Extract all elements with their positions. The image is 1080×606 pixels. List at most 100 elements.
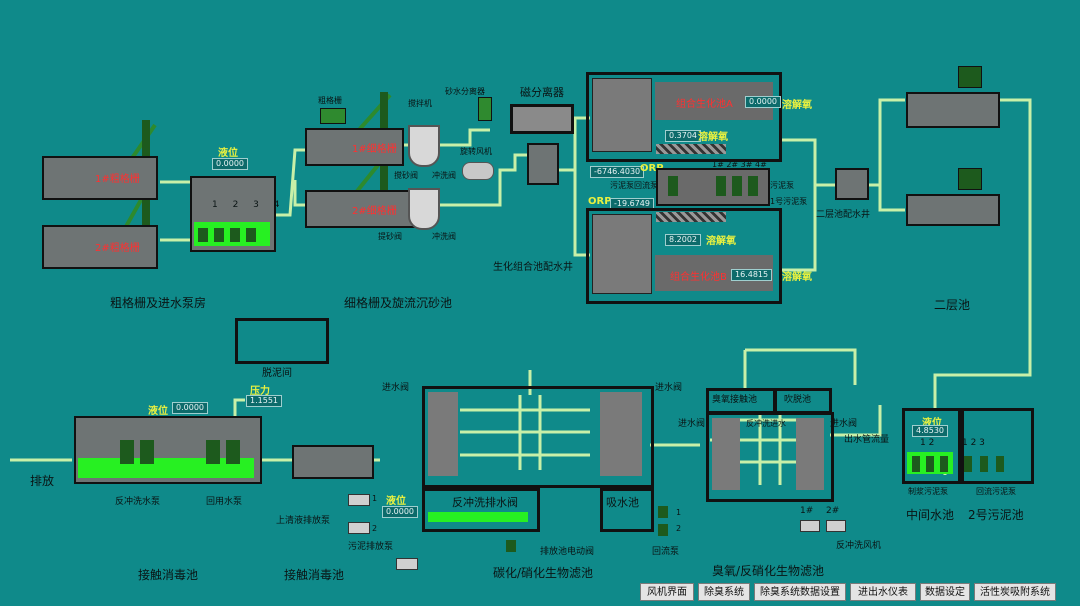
discharge-label: 排放 [30, 474, 55, 488]
middle-pump-icon[interactable] [926, 456, 934, 472]
level-label-4: 液位 [922, 418, 942, 429]
sludge-pool-pump-icon[interactable] [964, 456, 972, 472]
blower-icon[interactable] [462, 162, 494, 180]
mixer-label: 搅拌机 [408, 99, 432, 108]
nav-carbon-system-button[interactable]: 活性炭吸附系统 [974, 583, 1056, 601]
sludge-pool-pump-icon[interactable] [980, 456, 988, 472]
carbon-cell-right [600, 392, 642, 476]
orp-label-2: ORP [588, 196, 612, 207]
suction-pool [600, 488, 654, 532]
clarifier-well [835, 168, 869, 200]
pump-icon[interactable] [198, 228, 208, 242]
return-pump-icon[interactable] [658, 524, 668, 536]
reuse-pump-icon[interactable] [226, 440, 240, 464]
ozone-filter [706, 412, 834, 502]
return-n1: 1 [676, 508, 682, 517]
middle-pump-icon[interactable] [912, 456, 920, 472]
sludge-pool-pump-icon[interactable] [996, 456, 1004, 472]
pressure-label: 压力 [250, 386, 270, 397]
sludge-pump-icon[interactable] [668, 176, 678, 196]
bio-a-media [656, 144, 726, 154]
self-pump-label: 制浆污泥泵 [908, 487, 948, 496]
nav-blower-button[interactable]: 风机界面 [640, 583, 694, 601]
middle-level-value: 4.8530 [912, 425, 948, 437]
bio-tank-b [586, 208, 782, 304]
sludge-room-label: 脱泥间 [262, 368, 292, 379]
pump-n2: 2 [372, 524, 378, 533]
sand-separator-icon[interactable] [478, 97, 492, 121]
sludge-discharge-label: 污泥排放泵 [348, 542, 394, 552]
sludge-pump-icon[interactable] [732, 176, 742, 196]
flush-valve-label-2: 冲洗阀 [432, 232, 456, 241]
ozone-cell-right [796, 418, 824, 490]
disinfection-level-value: 0.0000 [172, 402, 208, 414]
sludge-pump-icon[interactable] [716, 176, 726, 196]
suction-pool-label: 吸水池 [606, 496, 639, 509]
reflux-pump-label: 回流污泥泵 [976, 487, 1016, 496]
pump-numbers: 1 2 3 4 [212, 200, 286, 210]
do-label-2: 溶解氧 [698, 132, 728, 143]
middle-pump-icon[interactable] [940, 456, 948, 472]
pump-icon[interactable] [246, 228, 256, 242]
inlet-valve-label-1: 进水阀 [382, 383, 410, 393]
clarifier-drive-2-icon[interactable] [958, 168, 982, 190]
filter-level-value: 0.0000 [382, 506, 418, 518]
grille-label: 粗格栅 [318, 96, 342, 105]
sludge-room [235, 318, 329, 364]
sludge-pump-label: 污泥泵 [770, 181, 794, 190]
ozone-contact-label: 臭氧接触池 [712, 395, 758, 405]
level-label-3: 液位 [386, 496, 406, 507]
clarifier-1 [906, 92, 1000, 128]
reuse-pump-icon[interactable] [206, 440, 220, 464]
area-disinfection-b: 接触消毒池 [284, 568, 345, 582]
backwash-pump-icon[interactable] [120, 440, 134, 464]
bio-b-label: 组合生化池B [670, 272, 727, 283]
fine-grille-status-1: 1#细格栅 [352, 144, 397, 155]
fine-grille-status-2: 2#细格栅 [352, 206, 397, 217]
inlet-valve-label-4: 进水阀 [830, 419, 858, 429]
sludge-pump-icon[interactable] [748, 176, 758, 196]
supernatant-pump-label: 上清液排放泵 [276, 516, 331, 526]
nav-instruments-button[interactable]: 进出水仪表 [850, 583, 916, 601]
area-carbon-filter: 碳化/硝化生物滤池 [493, 566, 594, 580]
sludge-discharge-pump-icon[interactable] [396, 558, 418, 570]
pressure-value: 1.1551 [246, 395, 282, 407]
clarifier-well-label: 二层池配水井 [816, 210, 871, 220]
backwash-fan-icon[interactable] [800, 520, 820, 532]
pump-icon[interactable] [230, 228, 240, 242]
orp-label-1: ORP [640, 163, 664, 174]
fan-2-label: 2# [826, 506, 840, 516]
supernatant-pump-icon[interactable] [348, 522, 370, 534]
disinfection-small-tank [292, 445, 374, 479]
bio-b-media [656, 212, 726, 222]
grille-status-1: 1#粗格栅 [95, 174, 140, 185]
do-label-1: 溶解氧 [782, 100, 812, 111]
return-pump-icon[interactable] [658, 506, 668, 518]
level-value: 0.0000 [212, 158, 248, 170]
backwash-pump-icon[interactable] [140, 440, 154, 464]
stirring-valve-label: 搅砂阀 [394, 171, 418, 180]
nav-data-settings-button[interactable]: 数据设定 [920, 583, 970, 601]
fine-grille-channel-1 [305, 128, 404, 166]
return-n2: 2 [676, 524, 682, 533]
pump-n1: 1 [372, 494, 378, 503]
sludge-pump1-label: 1号污泥泵 [770, 197, 808, 206]
backwash-pump-label: 反冲洗水泵 [115, 497, 161, 507]
backwash-in-label: 反冲洗进水 [746, 419, 786, 428]
supernatant-pump-icon[interactable] [348, 494, 370, 506]
backwash-fan-icon[interactable] [826, 520, 846, 532]
pump-icon[interactable] [214, 228, 224, 242]
backwash-fan-label: 反冲洗风机 [836, 541, 882, 551]
orp-a-value: -6746.4030 [590, 166, 645, 178]
nav-deodor-settings-button[interactable]: 除臭系统数据设置 [754, 583, 846, 601]
inlet-valve-label-3: 进水阀 [678, 419, 706, 429]
coarse-grille-channel-2 [42, 225, 158, 269]
clarifier-drive-1-icon[interactable] [958, 66, 982, 88]
nav-deodor-button[interactable]: 除臭系统 [698, 583, 750, 601]
level-label-2: 液位 [148, 406, 168, 417]
drain-valve-icon[interactable] [506, 540, 516, 552]
drain-pool-water [428, 512, 528, 522]
grille-motor-icon[interactable] [320, 108, 346, 124]
area-disinfection-a: 接触消毒池 [138, 568, 199, 582]
sludge-pool-nums: 1 2 3 [962, 438, 985, 448]
